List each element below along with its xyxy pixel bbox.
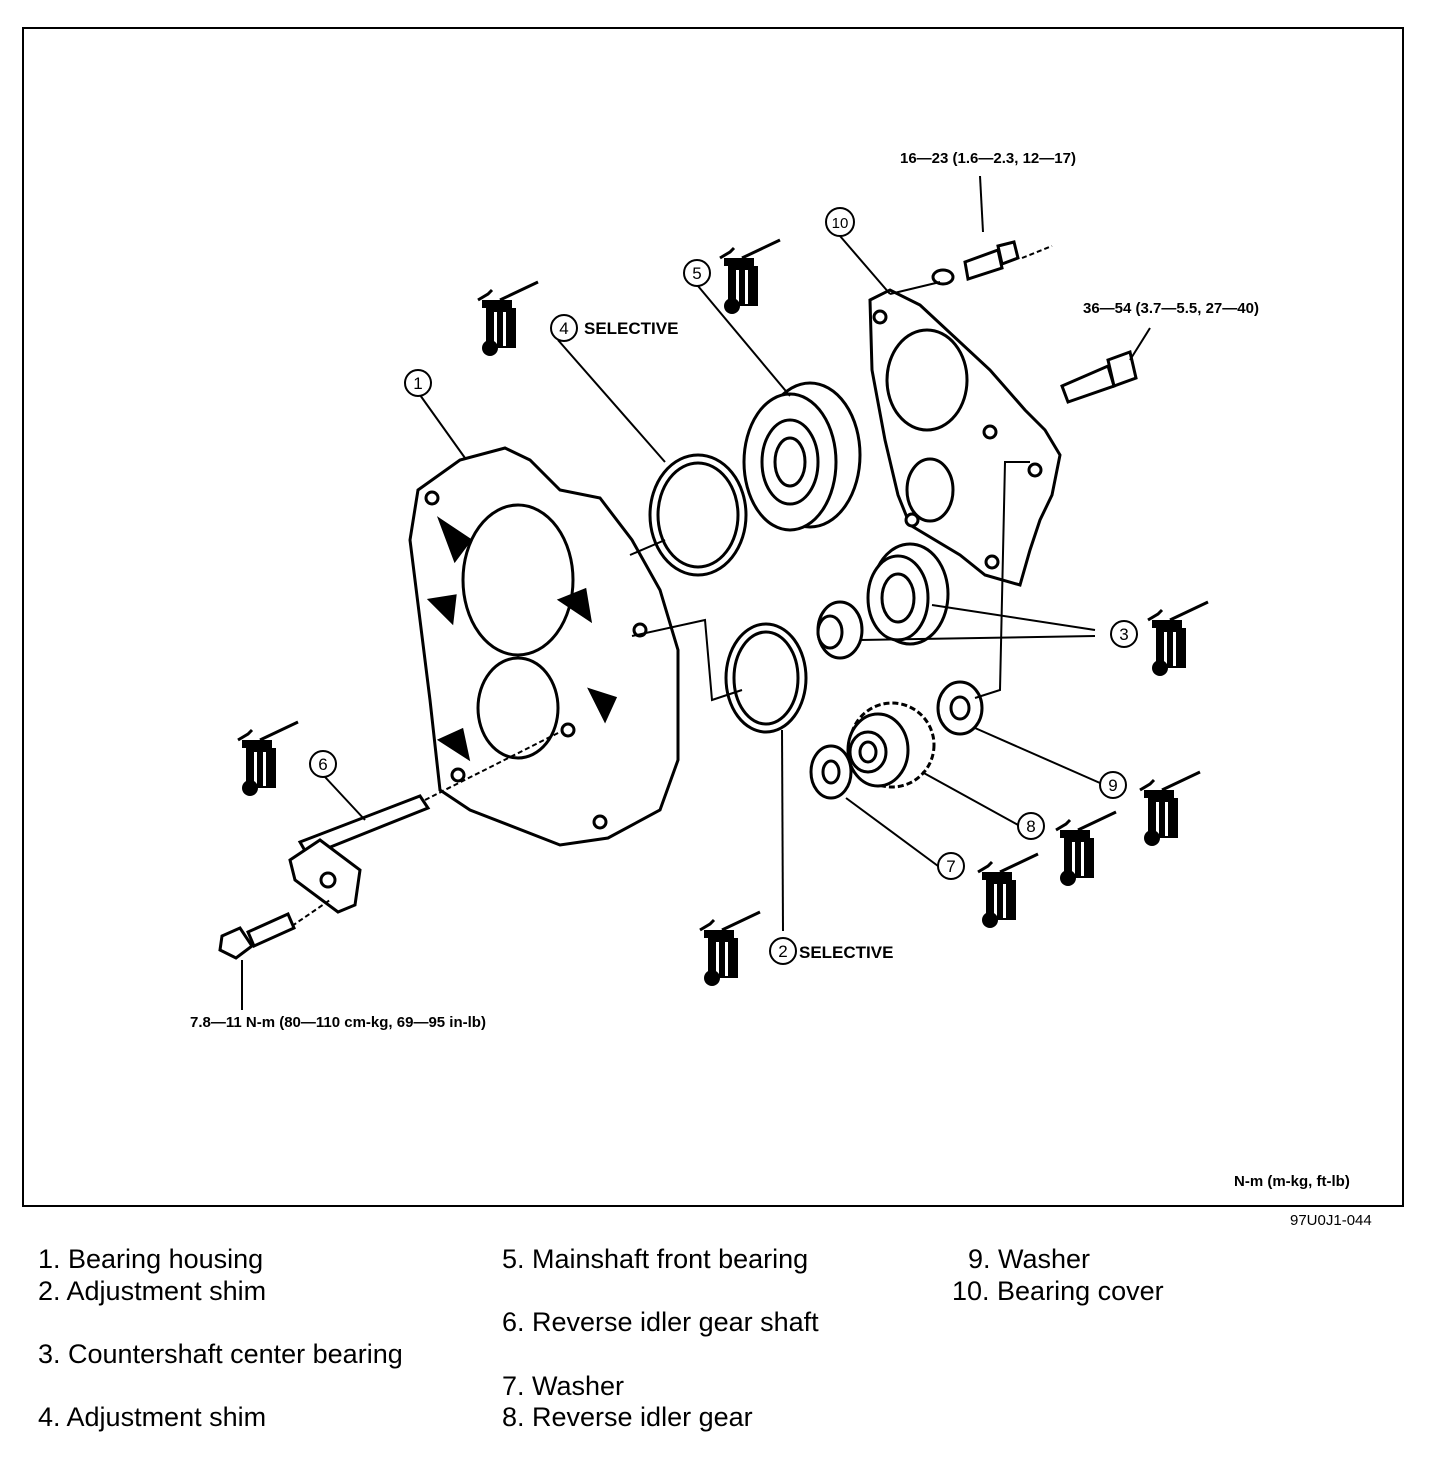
oil-can-icon	[1054, 810, 1118, 888]
svg-text:6: 6	[318, 755, 327, 774]
reverse-idler-gear-shaft	[288, 794, 431, 914]
oil-can-icon	[698, 910, 762, 988]
callout-10: 10	[825, 207, 855, 237]
bearing-housing	[408, 446, 680, 847]
legend-item-7: 7. Washer	[502, 1371, 625, 1401]
svg-text:9: 9	[1108, 776, 1117, 795]
legend-item-6: 6. Reverse idler gear shaft	[502, 1307, 819, 1337]
oil-can-icon	[476, 280, 540, 358]
callout-8: 8	[1017, 812, 1045, 840]
washer-9	[936, 680, 984, 736]
selective-label-2: SELECTIVE	[799, 943, 893, 962]
legend-item-2: 2. Adjustment shim	[38, 1276, 267, 1306]
legend-item-1: 1. Bearing housing	[38, 1244, 264, 1274]
oil-can-icon	[1138, 770, 1202, 848]
legend-item-4: 4. Adjustment shim	[38, 1402, 267, 1432]
svg-text:3: 3	[1119, 625, 1128, 644]
legend-item-5: 5. Mainshaft front bearing	[502, 1244, 809, 1274]
callout-9: 9	[1099, 771, 1127, 799]
callout-6: 6	[309, 750, 337, 778]
legend-item-8: 8. Reverse idler gear	[502, 1402, 753, 1432]
oil-can-icon	[718, 238, 782, 316]
callout-7: 7	[937, 852, 965, 880]
adjustment-shim-lower	[724, 622, 808, 734]
legend-item-9: 9. Washer	[968, 1244, 1091, 1274]
leader-lines	[241, 175, 1151, 1010]
callout-5: 5	[683, 259, 711, 287]
svg-text:8: 8	[1026, 817, 1035, 836]
selective-label-4: SELECTIVE	[584, 319, 678, 338]
idler-shaft-bolt	[218, 912, 296, 960]
torque-label-small-bolt: 16—23 (1.6—2.3, 12—17)	[900, 150, 1076, 167]
callout-1: 1	[404, 369, 432, 397]
legend-item-10: 10. Bearing cover	[952, 1276, 1164, 1306]
svg-text:10: 10	[832, 215, 849, 232]
torque-label-large-bolt: 36—54 (3.7—5.5, 27—40)	[1083, 300, 1259, 317]
adjustment-shim-upper	[648, 453, 748, 577]
oil-can-icon	[236, 720, 300, 798]
mainshaft-front-bearing	[742, 381, 862, 532]
reverse-idler-gear	[846, 701, 936, 789]
svg-text:4: 4	[559, 319, 568, 338]
svg-text:7: 7	[946, 857, 955, 876]
countershaft-center-bearing	[816, 542, 950, 660]
torque-label-idler-bolt: 7.8—11 N-m (80—110 cm-kg, 69—95 in-lb)	[190, 1014, 486, 1031]
cover-bolt-small	[931, 240, 1020, 286]
svg-text:1: 1	[413, 374, 422, 393]
oil-can-icon	[976, 852, 1040, 930]
callout-4: 4	[550, 314, 578, 342]
washer-7	[809, 744, 853, 800]
callout-2: 2	[769, 937, 797, 965]
bearing-cover	[868, 288, 1062, 587]
oil-can-icon	[1146, 600, 1210, 678]
figure-id: 97U0J1-044	[1290, 1212, 1372, 1229]
callout-3: 3	[1110, 620, 1138, 648]
svg-text:2: 2	[778, 942, 787, 961]
units-note: N-m (m-kg, ft-lb)	[1234, 1173, 1350, 1190]
cover-bolt-large	[1060, 350, 1138, 404]
svg-text:5: 5	[692, 264, 701, 283]
legend-item-3: 3. Countershaft center bearing	[38, 1339, 403, 1369]
diagram-frame	[22, 27, 1404, 1207]
